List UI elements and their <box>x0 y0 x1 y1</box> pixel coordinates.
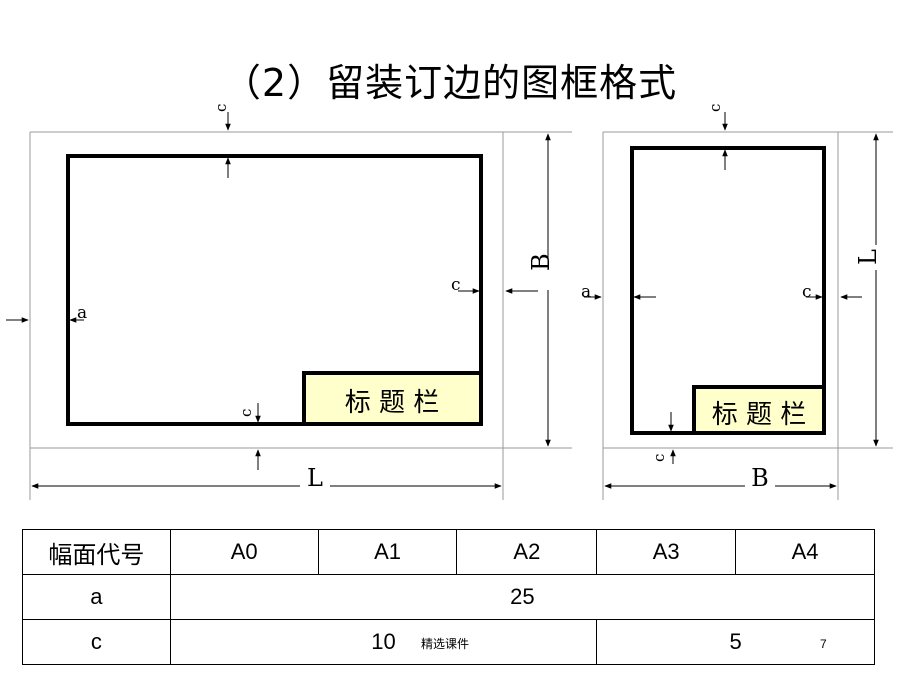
landscape-diagram: 标 题 栏 c c a c B L <box>6 104 572 500</box>
header-a4: A4 <box>735 529 875 575</box>
header-size-code: 幅面代号 <box>22 529 171 575</box>
portrait-B-label: B <box>751 464 769 492</box>
row-c-label: c <box>22 619 171 665</box>
portrait-title-block <box>692 385 826 435</box>
footer-note: 精选课件 <box>421 637 470 651</box>
page-number: 7 <box>820 637 827 651</box>
header-a2: A2 <box>456 529 598 575</box>
landscape-B-label: B <box>527 253 555 271</box>
landscape-a-left-label: a <box>77 303 87 323</box>
table-row-a: a 25 <box>22 574 876 620</box>
portrait-c-bottom-label: c <box>650 454 668 462</box>
landscape-c-bottom-label: c <box>237 409 255 417</box>
portrait-diagram: 标 题 栏 c a c c L B <box>581 104 893 500</box>
landscape-title-block <box>302 371 483 426</box>
row-c-value-large: 10 <box>169 619 598 665</box>
table-header-row: 幅面代号 A0 A1 A2 A3 A4 <box>22 529 875 575</box>
paper-size-table: 幅面代号 A0 A1 A2 A3 A4 a 25 c 10 5 <box>22 529 876 665</box>
landscape-title-block-label: 标 题 栏 <box>345 388 440 418</box>
landscape-c-right-label: c <box>451 275 461 295</box>
portrait-L-label: L <box>854 249 882 265</box>
portrait-a-left-label: a <box>581 282 591 302</box>
portrait-c-right-label: c <box>802 282 812 302</box>
portrait-c-top-label: c <box>706 104 724 112</box>
row-c-value-small: 5 <box>596 619 875 665</box>
portrait-title-block-label: 标 题 栏 <box>712 400 807 430</box>
landscape-c-top-label: c <box>212 104 230 112</box>
row-a-label: a <box>22 574 171 620</box>
header-a0: A0 <box>169 529 319 575</box>
header-a1: A1 <box>317 529 458 575</box>
landscape-L-label: L <box>307 464 323 492</box>
slide-title: （2）留装订边的图框格式 <box>222 61 678 105</box>
landscape-frame <box>66 154 483 426</box>
table-row-c: c 10 5 <box>22 619 875 665</box>
row-a-value: 25 <box>169 574 876 620</box>
header-a3: A3 <box>596 529 737 575</box>
